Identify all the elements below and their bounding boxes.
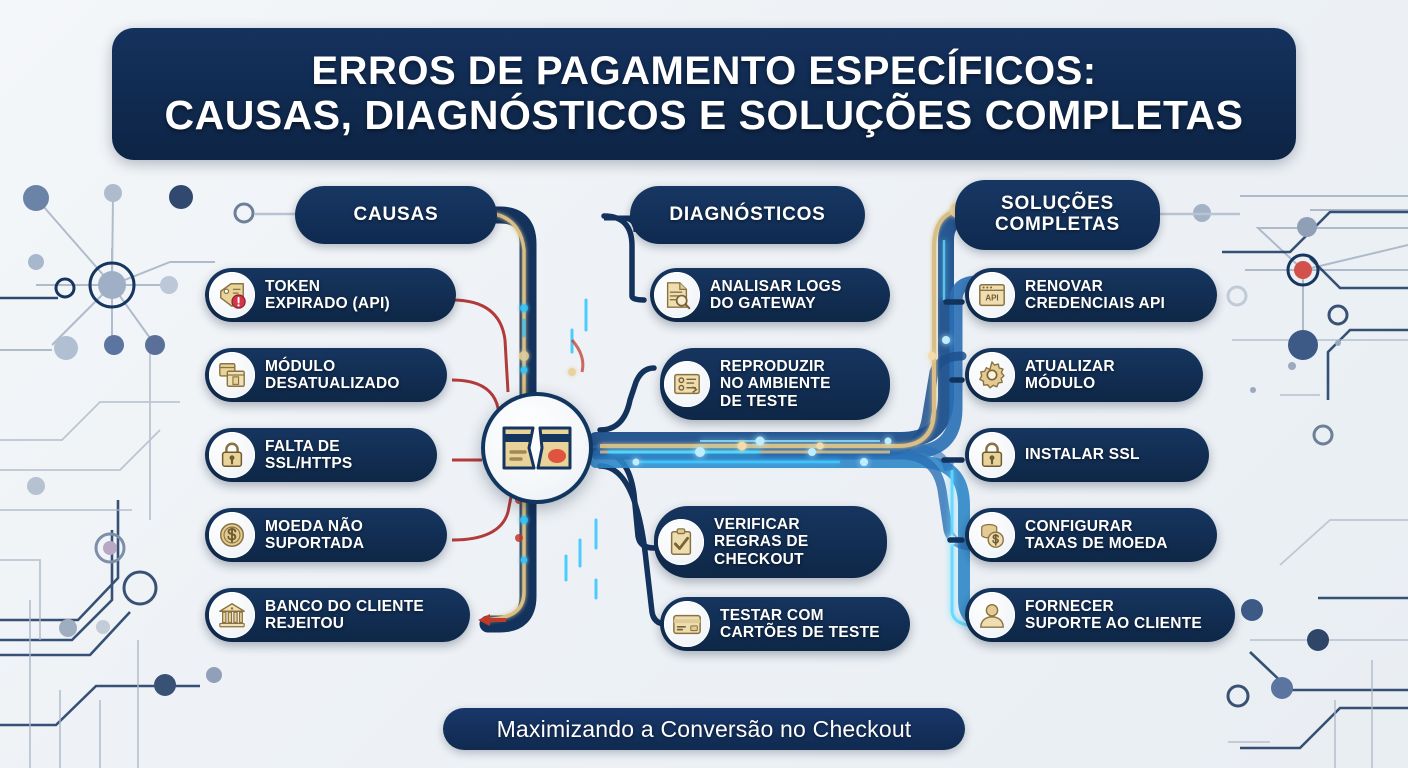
item-fornecer-suporte-cliente[interactable]: FORNECER SUPORTE AO CLIENTE — [965, 588, 1235, 642]
bank-icon — [209, 592, 255, 638]
column-header-diagnosticos[interactable]: DIAGNÓSTICOS — [630, 186, 865, 244]
item-label: TESTAR COM CARTÕES DE TESTE — [720, 606, 880, 641]
item-label: ANALISAR LOGS DO GATEWAY — [710, 277, 842, 312]
item-label: RENOVAR CREDENCIAIS API — [1025, 277, 1166, 312]
footer-caption: Maximizando a Conversão no Checkout — [443, 708, 965, 750]
item-testar-cartoes-teste[interactable]: TESTAR COM CARTÕES DE TESTE — [660, 597, 910, 651]
module-box-icon — [209, 352, 255, 398]
api-window-icon: API — [969, 272, 1015, 318]
item-label: BANCO DO CLIENTE REJEITOU — [265, 597, 424, 632]
item-reproduzir-ambiente-teste[interactable]: REPRODUZIR NO AMBIENTE DE TESTE — [660, 348, 890, 420]
user-support-icon — [969, 592, 1015, 638]
coin-dollar-icon — [209, 512, 255, 558]
credit-card-icon — [664, 601, 710, 647]
item-renovar-credenciais-api[interactable]: API RENOVAR CREDENCIAIS API — [965, 268, 1217, 322]
item-configurar-taxas-moeda[interactable]: CONFIGURAR TAXAS DE MOEDA — [965, 508, 1217, 562]
broken-credit-card-icon — [481, 392, 593, 504]
item-label: FALTA DE SSL/HTTPS — [265, 437, 353, 472]
item-label: FORNECER SUPORTE AO CLIENTE — [1025, 597, 1203, 632]
item-label: MOEDA NÃO SUPORTADA — [265, 517, 365, 552]
item-token-expirado[interactable]: TOKEN EXPIRADO (API) — [205, 268, 456, 322]
title-line-1: ERROS DE PAGAMENTO ESPECÍFICOS: — [311, 48, 1097, 93]
item-banco-rejeitou[interactable]: BANCO DO CLIENTE REJEITOU — [205, 588, 470, 642]
item-moeda-nao-suportada[interactable]: MOEDA NÃO SUPORTADA — [205, 508, 447, 562]
header-line-2: COMPLETAS — [994, 214, 1121, 235]
item-analisar-logs[interactable]: ANALISAR LOGS DO GATEWAY — [650, 268, 890, 322]
header-line-1: SOLUÇÕES — [1000, 193, 1115, 215]
padlock-icon — [209, 432, 255, 478]
test-panel-icon — [664, 361, 710, 407]
item-label: REPRODUZIR NO AMBIENTE DE TESTE — [720, 357, 831, 410]
column-header-solucoes[interactable]: SOLUÇÕES COMPLETAS — [955, 180, 1160, 250]
item-label: MÓDULO DESATUALIZADO — [265, 357, 400, 392]
item-label: CONFIGURAR TAXAS DE MOEDA — [1025, 517, 1168, 552]
item-label: INSTALAR SSL — [1025, 446, 1140, 464]
coin-stack-icon — [969, 512, 1015, 558]
document-search-icon — [654, 272, 700, 318]
item-label: VERIFICAR REGRAS DE CHECKOUT — [714, 515, 809, 568]
item-verificar-regras-checkout[interactable]: VERIFICAR REGRAS DE CHECKOUT — [654, 506, 887, 578]
gear-icon — [969, 352, 1015, 398]
item-label: ATUALIZAR MÓDULO — [1025, 357, 1115, 392]
clipboard-check-icon — [658, 519, 704, 565]
item-falta-ssl[interactable]: FALTA DE SSL/HTTPS — [205, 428, 437, 482]
svg-text:API: API — [985, 294, 998, 303]
padlock-icon — [969, 432, 1015, 478]
item-label: TOKEN EXPIRADO (API) — [265, 277, 390, 312]
column-header-causas[interactable]: CAUSAS — [295, 186, 497, 244]
page-title: ERROS DE PAGAMENTO ESPECÍFICOS: CAUSAS, … — [112, 28, 1296, 160]
item-atualizar-modulo[interactable]: ATUALIZAR MÓDULO — [965, 348, 1203, 402]
caption-text: Maximizando a Conversão no Checkout — [496, 715, 912, 742]
title-line-2: CAUSAS, DIAGNÓSTICOS E SOLUÇÕES COMPLETA… — [164, 92, 1244, 139]
item-instalar-ssl[interactable]: INSTALAR SSL — [965, 428, 1209, 482]
tag-alert-icon — [209, 272, 255, 318]
item-modulo-desatualizado[interactable]: MÓDULO DESATUALIZADO — [205, 348, 447, 402]
